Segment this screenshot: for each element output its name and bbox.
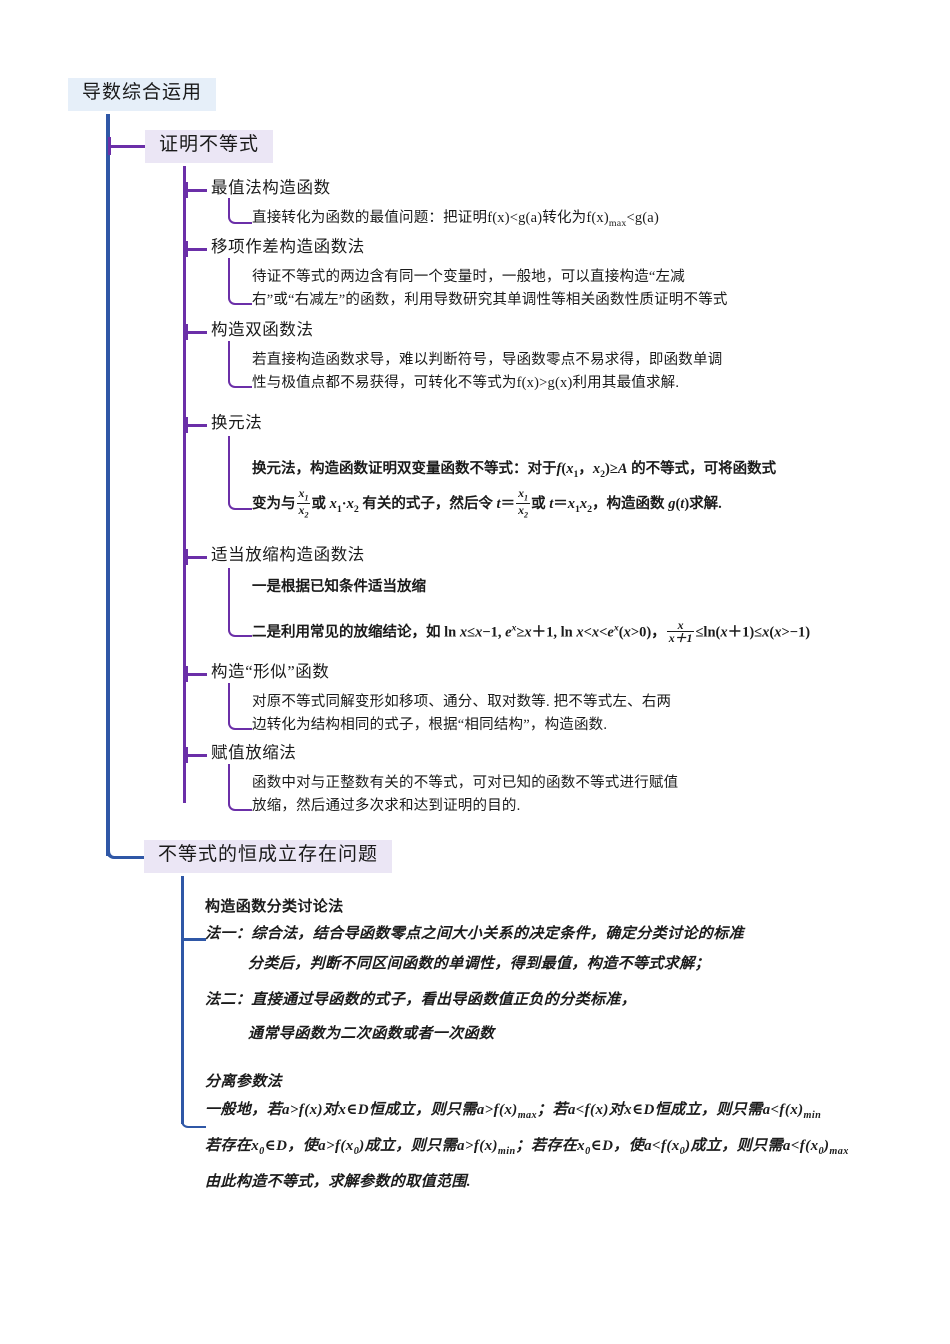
leaf-text-scaling-1: 一是根据已知条件适当放缩 [252, 579, 426, 595]
child5-connector [185, 556, 207, 559]
root-node[interactable]: 导数综合运用 [68, 78, 217, 111]
child4-leaf-elbow [228, 436, 252, 510]
child-label-dual-function[interactable]: 构造双函数法 [211, 320, 314, 339]
leaf-text-shift-difference: 待证不等式的两边含有同一个变量时，一般地，可以直接构造“左减 右”或“右减左”的… [252, 269, 728, 308]
leaf-text-similar-form: 对原不等式同解变形如移项、通分、取对数等. 把不等式左、右两 边转化为结构相同的… [252, 694, 672, 733]
block-line-exists-case: 若存在x0∈D，使a>f(x0)成立，则只需a>f(x)min；若存在x0∈D，… [205, 1138, 849, 1157]
branch1-spine [183, 166, 186, 803]
child5-tick [185, 549, 188, 565]
block-title-classification[interactable]: 构造函数分类讨论法 [205, 899, 344, 915]
leaf-text-assignment-scaling: 函数中对与正整数有关的不等式，可对已知的函数不等式进行赋值 放缩，然后通过多次求… [252, 775, 679, 814]
child2-tick [185, 241, 188, 257]
child-label-scaling[interactable]: 适当放缩构造函数法 [211, 545, 365, 564]
branch2-spine-bottom-elbow [181, 1090, 206, 1128]
child7-connector [185, 754, 207, 757]
child2-connector [185, 248, 207, 251]
block-line-after-classification: 分类后，判断不同区间函数的单调性，得到最值，构造不等式求解； [248, 956, 711, 972]
child1-tick [185, 182, 188, 198]
branch-node-label-2: 不等式的恒成立存在问题 [158, 844, 379, 865]
leaf-text-extremum-method: 直接转化为函数的最值问题：把证明f(x)<g(a)转化为f(x)max<g(a) [252, 210, 659, 229]
branch1-connector-line [108, 145, 145, 148]
branch1-tick [108, 137, 111, 155]
trunk-vertical-line [106, 114, 110, 856]
child3-tick [185, 324, 188, 340]
leaf-text-dual-function: 若直接构造函数求导，难以判断符号，导函数零点不易求得，即函数单调 性与极值点都不… [252, 352, 723, 391]
block-line-general-case: 一般地，若a>f(x)对x∈D恒成立，则只需a>f(x)max；若a<f(x)对… [205, 1102, 822, 1121]
child1-leaf-elbow [228, 198, 252, 224]
child-label-substitution[interactable]: 换元法 [211, 413, 263, 432]
block-line-usually-derivative: 通常导函数为二次函数或者一次函数 [248, 1026, 495, 1042]
block-line-conclusion: 由此构造不等式，求解参数的取值范围. [205, 1174, 471, 1190]
branch-node-proof-inequality[interactable]: 证明不等式 [145, 130, 274, 163]
child6-tick [185, 666, 188, 682]
child1-connector [185, 189, 207, 192]
root-node-label: 导数综合运用 [82, 82, 203, 103]
branch-node-always-holds[interactable]: 不等式的恒成立存在问题 [144, 840, 393, 873]
child2-leaf-elbow [228, 258, 252, 305]
child-label-similar-form[interactable]: 构造“形似”函数 [211, 662, 330, 681]
child-label-extremum-method[interactable]: 最值法构造函数 [211, 178, 331, 197]
branch2-spine [181, 876, 184, 1124]
leaf-text-substitution: 换元法，构造函数证明双变量函数不等式：对于f(x1，x2)≥A 的不等式，可将函… [252, 461, 777, 520]
child4-tick [185, 417, 188, 433]
child-label-assignment-scaling[interactable]: 赋值放缩法 [211, 743, 297, 762]
child4-connector [185, 424, 207, 427]
branch2-mid-tick [183, 938, 206, 941]
block-title-separate-parameter[interactable]: 分离参数法 [205, 1074, 283, 1090]
block-line-method-one: 法一：综合法，结合导函数零点之间大小关系的决定条件，确定分类讨论的标准 [205, 926, 745, 942]
branch-node-label: 证明不等式 [159, 134, 260, 155]
child5-leaf-elbow [228, 568, 252, 637]
child-label-shift-difference[interactable]: 移项作差构造函数法 [211, 237, 365, 256]
leaf-text-scaling-2: 二是利用常见的放缩结论，如 ln x≤x−1, ex≥x＋1, ln x<x<e… [252, 618, 811, 646]
block-line-method-two: 法二：直接通过导函数的式子，看出导函数值正负的分类标准， [205, 992, 637, 1008]
child3-connector [185, 331, 207, 334]
child6-connector [185, 673, 207, 676]
child6-leaf-elbow [228, 683, 252, 730]
child3-leaf-elbow [228, 341, 252, 388]
trunk-bottom-elbow [106, 790, 148, 859]
child7-tick [185, 747, 188, 763]
child7-leaf-elbow [228, 764, 252, 811]
